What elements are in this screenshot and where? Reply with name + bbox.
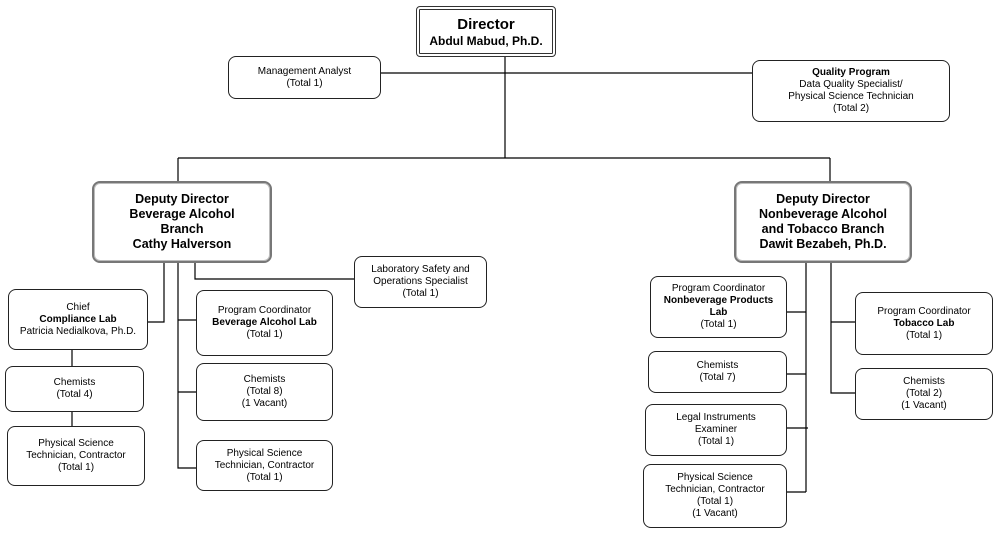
quality-program-box: Quality Program Data Quality Specialist/…	[752, 60, 950, 122]
nonbev-pst-total: (Total 1)	[696, 496, 734, 507]
deputy-natb-line4: Dawit Bezabeh, Ph.D.	[759, 237, 887, 251]
tobacco-chemists-total: (Total 2)	[905, 388, 943, 399]
quality-program-title: Quality Program	[812, 67, 890, 78]
bev-coordinator-box: Program Coordinator Beverage Alcohol Lab…	[196, 290, 333, 356]
deputy-natb-line2: Nonbeverage Alcohol	[758, 207, 888, 221]
nonbev-coordinator-total: (Total 1)	[700, 319, 737, 330]
director-box: Director Abdul Mabud, Ph.D.	[416, 6, 556, 57]
lab-safety-box: Laboratory Safety and Operations Special…	[354, 256, 487, 308]
compliance-chemists-title: Chemists	[53, 377, 96, 388]
tobacco-chemists-title: Chemists	[903, 376, 945, 387]
quality-program-line2: Physical Science Technician	[788, 91, 914, 102]
bev-chemists-vacant: (1 Vacant)	[241, 398, 288, 409]
nonbev-pst-vacant: (1 Vacant)	[692, 508, 738, 519]
deputy-natb-line3: and Tobacco Branch	[761, 222, 885, 236]
bev-pst-total: (Total 1)	[246, 471, 283, 483]
management-analyst-total: (Total 1)	[286, 77, 323, 89]
chief-compliance-line1: Chief	[66, 301, 90, 313]
lab-safety-line2: Operations Specialist	[373, 276, 468, 287]
connector-natb-right-trunk	[830, 263, 855, 394]
compliance-chemists-total: (Total 4)	[56, 389, 93, 400]
deputy-bab-line4: Cathy Halverson	[132, 237, 232, 251]
nonbev-chemists-total: (Total 7)	[699, 372, 736, 383]
director-title: Director	[457, 15, 515, 33]
nonbev-coordinator-box: Program Coordinator Nonbeverage Products…	[650, 276, 787, 338]
nonbev-pst-line1: Physical Science	[677, 472, 753, 483]
deputy-natb-line1: Deputy Director	[776, 192, 870, 206]
legal-examiner-line1: Legal Instruments	[676, 412, 756, 423]
nonbev-chemists-box: Chemists (Total 7)	[648, 351, 787, 393]
tobacco-coordinator-line1: Program Coordinator	[877, 305, 971, 317]
lab-safety-line1: Laboratory Safety and	[371, 264, 470, 275]
nonbev-coordinator-line1: Program Coordinator	[671, 283, 766, 294]
compliance-chemists-box: Chemists (Total 4)	[5, 366, 144, 412]
chief-compliance-box: Chief Compliance Lab Patricia Nedialkova…	[8, 289, 148, 350]
quality-program-total: (Total 2)	[832, 103, 870, 114]
bev-chemists-box: Chemists (Total 8) (1 Vacant)	[196, 363, 333, 421]
compliance-pst-line1: Physical Science	[38, 438, 114, 449]
tobacco-coordinator-box: Program Coordinator Tobacco Lab (Total 1…	[855, 292, 993, 355]
nonbev-chemists-title: Chemists	[696, 360, 739, 371]
management-analyst-title: Management Analyst	[257, 65, 352, 77]
tobacco-coordinator-line2: Tobacco Lab	[893, 317, 955, 329]
director-name: Abdul Mabud, Ph.D.	[429, 33, 543, 48]
compliance-pst-total: (Total 1)	[57, 462, 95, 473]
legal-examiner-line2: Examiner	[694, 424, 738, 435]
tobacco-chemists-vacant: (1 Vacant)	[901, 400, 947, 411]
bev-pst-line1: Physical Science	[226, 447, 303, 459]
lab-safety-total: (Total 1)	[402, 288, 439, 299]
connector-bab-trunk	[177, 263, 196, 469]
bev-coordinator-line1: Program Coordinator	[217, 305, 312, 316]
chief-compliance-line2: Compliance Lab	[39, 313, 117, 325]
quality-program-line1: Data Quality Specialist/	[799, 79, 903, 90]
compliance-pst-box: Physical Science Technician, Contractor …	[7, 426, 145, 486]
deputy-bab-line3: Branch	[160, 222, 204, 236]
bev-pst-box: Physical Science Technician, Contractor …	[196, 440, 333, 491]
nonbev-pst-box: Physical Science Technician, Contractor …	[643, 464, 787, 528]
nonbev-pst-line2: Technician, Contractor	[665, 484, 765, 495]
bev-chemists-total: (Total 8)	[246, 386, 283, 397]
tobacco-coordinator-total: (Total 1)	[905, 329, 943, 341]
bev-pst-line2: Technician, Contractor	[214, 459, 315, 471]
nonbev-coordinator-line2: Nonbeverage Products	[663, 295, 774, 306]
tobacco-chemists-box: Chemists (Total 2) (1 Vacant)	[855, 368, 993, 420]
deputy-bab-box: Deputy Director Beverage Alcohol Branch …	[92, 181, 272, 263]
management-analyst-box: Management Analyst (Total 1)	[228, 56, 381, 99]
deputy-natb-box: Deputy Director Nonbeverage Alcohol and …	[734, 181, 912, 263]
connector-bab-lab-safety	[194, 263, 354, 280]
deputy-bab-line2: Beverage Alcohol	[129, 207, 235, 221]
deputy-bab-line1: Deputy Director	[135, 192, 229, 206]
legal-examiner-box: Legal Instruments Examiner (Total 1)	[645, 404, 787, 456]
legal-examiner-total: (Total 1)	[697, 436, 735, 447]
bev-chemists-title: Chemists	[243, 374, 286, 385]
bev-coordinator-line2: Beverage Alcohol Lab	[212, 317, 317, 328]
connector-compliance-lab	[148, 263, 165, 323]
chief-compliance-line3: Patricia Nedialkova, Ph.D.	[19, 325, 137, 337]
nonbev-coordinator-line3: Lab	[709, 307, 728, 318]
bev-coordinator-total: (Total 1)	[246, 329, 283, 340]
compliance-pst-line2: Technician, Contractor	[26, 450, 126, 461]
